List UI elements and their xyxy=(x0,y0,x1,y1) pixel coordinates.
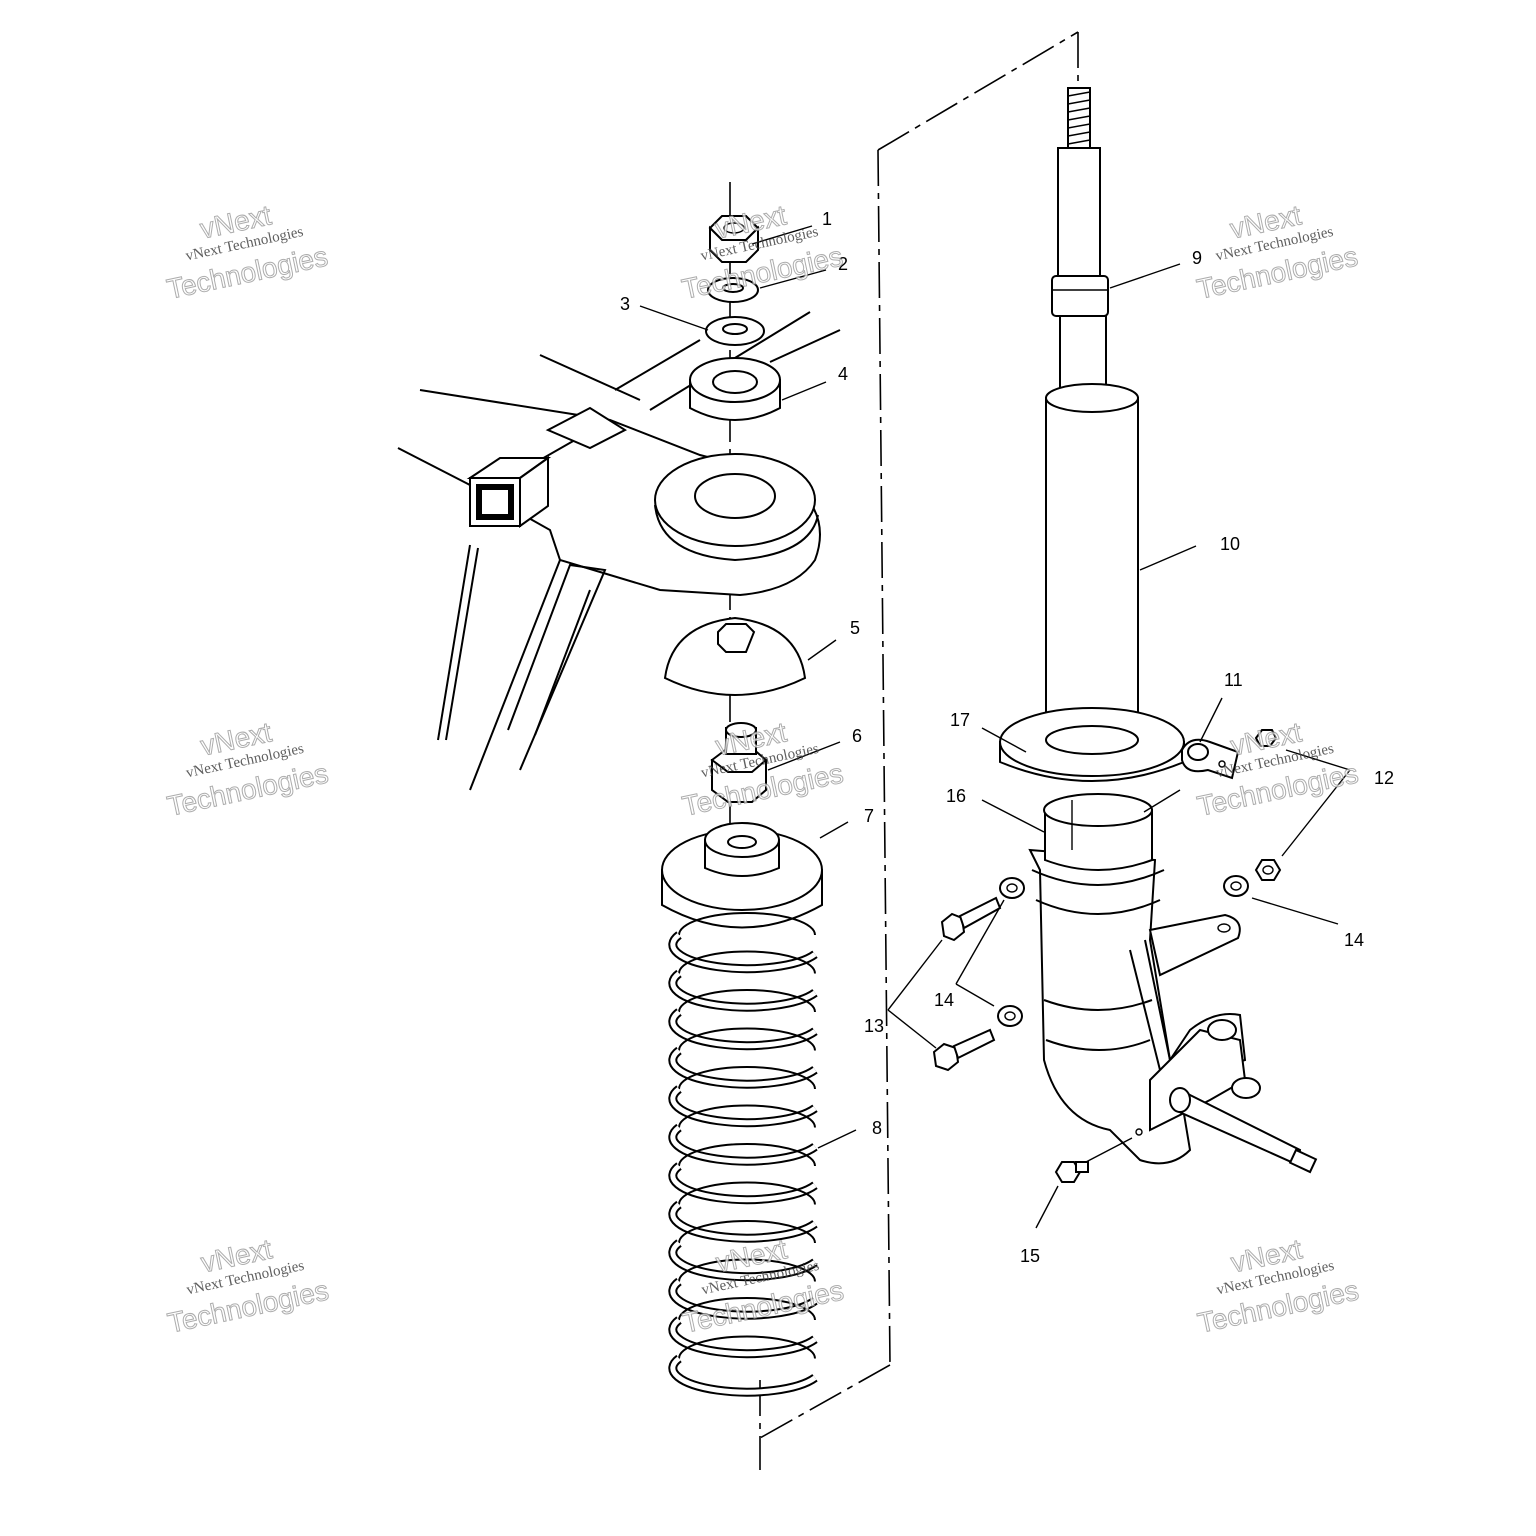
callout-6: 6 xyxy=(852,726,862,746)
callout-4: 4 xyxy=(838,364,848,384)
spring-coil-face xyxy=(670,971,817,1010)
spring-coil-back xyxy=(678,1066,816,1090)
spring-coil-face xyxy=(670,1048,817,1087)
callouts: 1 2 3 4 5 6 7 8 9 10 11 12 13 14 14 15 1… xyxy=(620,209,1394,1266)
spring-coil-back xyxy=(678,1258,816,1282)
watermark-bottom-center: vNext vNext Technologies Technologies xyxy=(679,1233,846,1339)
callout-17: 17 xyxy=(950,710,970,730)
spring-coil-back xyxy=(678,950,816,974)
washer-part-3 xyxy=(705,316,765,346)
coil-spring-part-8 xyxy=(668,912,818,1397)
watermark-top-right: vNext vNext Technologies Technologies xyxy=(1194,199,1361,305)
watermark-top-center: vNext vNext Technologies Technologies xyxy=(679,199,846,305)
callout-7: 7 xyxy=(864,806,874,826)
washer-part-2 xyxy=(707,277,759,303)
callout-14a: 14 xyxy=(934,990,954,1010)
spring-coil-back xyxy=(678,1143,816,1167)
nut-part-1 xyxy=(708,215,760,263)
spring-seat-part-7 xyxy=(661,822,823,929)
washer-part-14-right xyxy=(1223,875,1249,897)
callout-14b: 14 xyxy=(1344,930,1364,950)
spring-coil-back xyxy=(678,989,816,1013)
spring-coil-face xyxy=(670,1240,817,1280)
nut-part-12 xyxy=(1254,859,1282,881)
spring-coil-face xyxy=(670,1317,817,1357)
spring-coil-face xyxy=(670,1086,817,1126)
callout-2: 2 xyxy=(838,254,848,274)
callout-5: 5 xyxy=(850,618,860,638)
spring-coil-face xyxy=(670,932,817,972)
watermark-bottom-left: vNext vNext Technologies Technologies xyxy=(164,1233,331,1339)
shock-body-part-10 xyxy=(1045,383,1139,751)
washer-part-14-upper xyxy=(999,877,1025,899)
callout-16: 16 xyxy=(946,786,966,806)
bushing-part-4 xyxy=(689,357,781,421)
callout-3: 3 xyxy=(620,294,630,314)
bolt-part-13-lower xyxy=(932,1028,996,1072)
leader-lines xyxy=(639,225,1351,1229)
spring-coil-back xyxy=(678,1104,816,1128)
spindle-knuckle xyxy=(1028,793,1318,1174)
spring-coil-back xyxy=(678,1181,816,1205)
spring-coil-face xyxy=(670,1279,817,1318)
washer-part-14-lower xyxy=(997,1005,1023,1027)
dome-cap-part-5 xyxy=(663,616,807,696)
spring-coil-back xyxy=(678,1335,816,1359)
watermark-top-left: vNext vNext Technologies Technologies xyxy=(164,199,331,305)
spring-coil-face xyxy=(670,1356,817,1395)
spring-coil-back xyxy=(678,1027,816,1051)
bracket-part-11 xyxy=(1181,738,1240,780)
bolt-part-13-upper xyxy=(940,896,1002,942)
callout-11: 11 xyxy=(1224,670,1243,690)
shock-shaft-part-9 xyxy=(1051,87,1109,399)
spring-coil-back xyxy=(678,912,816,936)
spring-coil-back xyxy=(678,1220,816,1244)
callout-13: 13 xyxy=(864,1016,884,1036)
callout-1: 1 xyxy=(822,209,832,229)
grease-fitting-part-15 xyxy=(1054,1161,1089,1183)
spring-coil-face xyxy=(670,1009,817,1049)
nut-part-12-upper xyxy=(1254,729,1278,747)
watermark-bottom-right: vNext vNext Technologies Technologies xyxy=(1194,1233,1361,1339)
watermark-mid-center: vNext vNext Technologies Technologies xyxy=(679,716,846,822)
watermark-mid-left: vNext vNext Technologies Technologies xyxy=(164,716,331,822)
spring-coil-back xyxy=(678,1297,816,1321)
spring-coil-face xyxy=(670,1163,817,1203)
callout-10: 10 xyxy=(1220,534,1240,554)
lock-nut-part-6 xyxy=(710,722,768,803)
callout-9: 9 xyxy=(1192,248,1202,268)
spring-coil-face xyxy=(670,1202,817,1241)
callout-8: 8 xyxy=(872,1118,882,1138)
callout-12: 12 xyxy=(1374,768,1394,788)
spring-coil-face xyxy=(670,1125,817,1164)
callout-15: 15 xyxy=(1020,1246,1040,1266)
seal-ring-part-17 xyxy=(999,707,1185,782)
